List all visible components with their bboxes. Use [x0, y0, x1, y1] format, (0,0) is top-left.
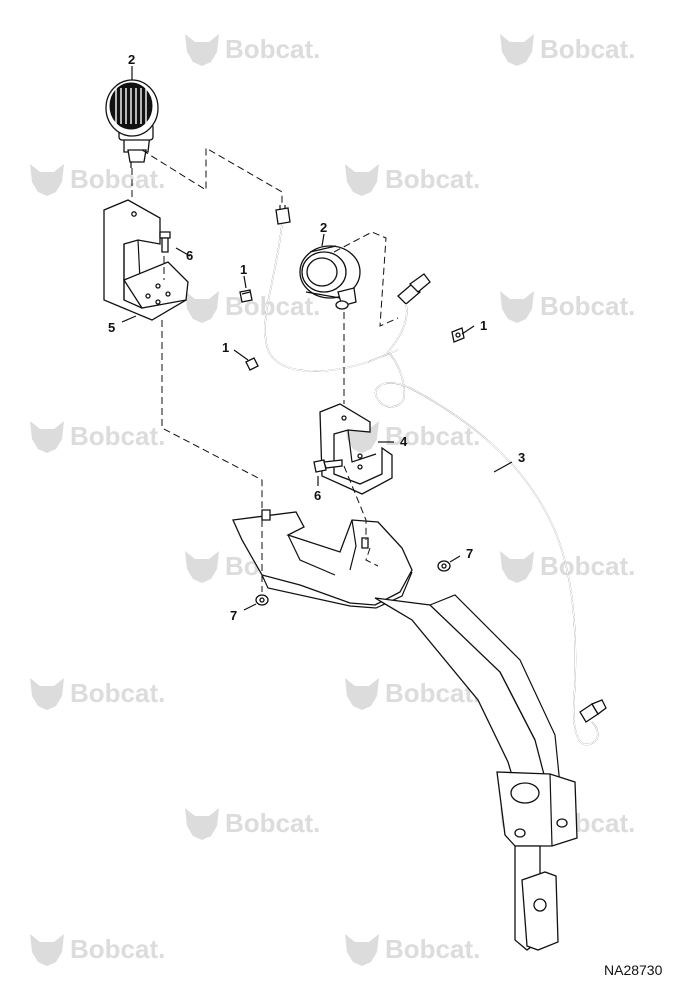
nut-7a: [255, 594, 269, 606]
nut-1c: [451, 327, 465, 343]
callout-nut-1b: 1: [222, 340, 229, 355]
watermark-tile: Bobcat.: [185, 291, 320, 323]
watermark-tile: Bobcat.: [345, 678, 480, 710]
callout-nut-7a: 7: [230, 608, 237, 623]
watermark-text: Bobcat.: [385, 421, 480, 451]
connector-bottom: [579, 699, 607, 723]
bobcat-head-icon: [30, 164, 64, 196]
watermark-text: Bobcat.: [225, 291, 320, 321]
watermark-text: Bobcat.: [540, 551, 635, 581]
callout-bracket-5: 5: [108, 320, 115, 335]
figure-reference-code: NA28730: [604, 962, 663, 978]
connector-top: [275, 205, 291, 225]
bobcat-head-icon: [30, 421, 64, 453]
nut-1a: [239, 289, 253, 303]
work-light-top: [105, 79, 159, 168]
callout-work-light-mid: 2: [320, 220, 327, 235]
bobcat-head-icon: [500, 34, 534, 66]
bobcat-head-icon: [345, 934, 379, 966]
callout-work-light-top: 2: [128, 52, 135, 67]
light-lens-grille: [115, 88, 147, 124]
watermark-text: Bobcat.: [70, 678, 165, 708]
callout-nut-1c: 1: [480, 318, 487, 333]
work-light-mid: [299, 245, 361, 310]
watermark-tile: Bobcat.: [345, 934, 480, 966]
watermark-text: Bobcat.: [385, 934, 480, 964]
bracket-4: [319, 403, 393, 495]
watermark-tile: Bobcat.: [185, 808, 320, 840]
bobcat-head-icon: [185, 291, 219, 323]
watermark-tile: Bobcat.: [500, 291, 635, 323]
watermark-text: Bobcat.: [385, 164, 480, 194]
watermark-text: Bobcat.: [540, 34, 635, 64]
mounting-arm: [232, 511, 578, 951]
watermark-text: Bobcat.: [70, 421, 165, 451]
bobcat-head-icon: [500, 551, 534, 583]
watermark-text: Bobcat.: [225, 808, 320, 838]
watermark-text: Bobcat.: [70, 164, 165, 194]
watermark-tile: Bobcat.: [500, 34, 635, 66]
connector-mid: [397, 273, 431, 305]
watermark-text: Bobcat.: [225, 34, 320, 64]
watermark-tile: Bobcat.: [345, 164, 480, 196]
arm-screw: [261, 509, 369, 549]
watermark-text: Bobcat.: [70, 934, 165, 964]
watermark-tile: Bobcat.: [500, 551, 635, 583]
callout-harness: 3: [518, 450, 525, 465]
watermark-text: Bobcat.: [540, 291, 635, 321]
callout-bolt-6a: 6: [186, 248, 193, 263]
bobcat-head-icon: [185, 808, 219, 840]
watermark-tile: Bobcat.: [185, 34, 320, 66]
wiring-harness: [264, 223, 599, 746]
bobcat-head-icon: [345, 678, 379, 710]
bobcat-head-icon: [30, 934, 64, 966]
bracket-5: [103, 199, 189, 321]
bolt-6a: [159, 231, 171, 253]
watermark-layer: Bobcat. Bobcat. Bobcat. Bobcat. Bobcat. Bobca…: [30, 34, 635, 966]
callout-nut-1a: 1: [240, 262, 247, 277]
bobcat-head-icon: [185, 551, 219, 583]
bobcat-head-icon: [345, 164, 379, 196]
watermark-tile: Bobcat.: [30, 164, 165, 196]
assembly-dashes: [131, 147, 399, 592]
nut-1b: [245, 357, 259, 371]
callout-nut-7b: 7: [466, 546, 473, 561]
watermark-tile: Bobcat.: [30, 678, 165, 710]
bobcat-head-icon: [500, 291, 534, 323]
leader-lines: [121, 66, 513, 611]
bobcat-head-icon: [185, 34, 219, 66]
callout-labels: 2 2 1 1 1 3 4 5 6 6 7 7: [108, 52, 525, 623]
watermark-tile: Bobcat.: [30, 421, 165, 453]
bolt-6b: [313, 459, 343, 473]
callout-bracket-4: 4: [400, 434, 408, 449]
watermark-tile: Bobcat.: [30, 934, 165, 966]
callout-bolt-6b: 6: [314, 488, 321, 503]
nut-7b: [437, 560, 451, 572]
bobcat-head-icon: [30, 678, 64, 710]
